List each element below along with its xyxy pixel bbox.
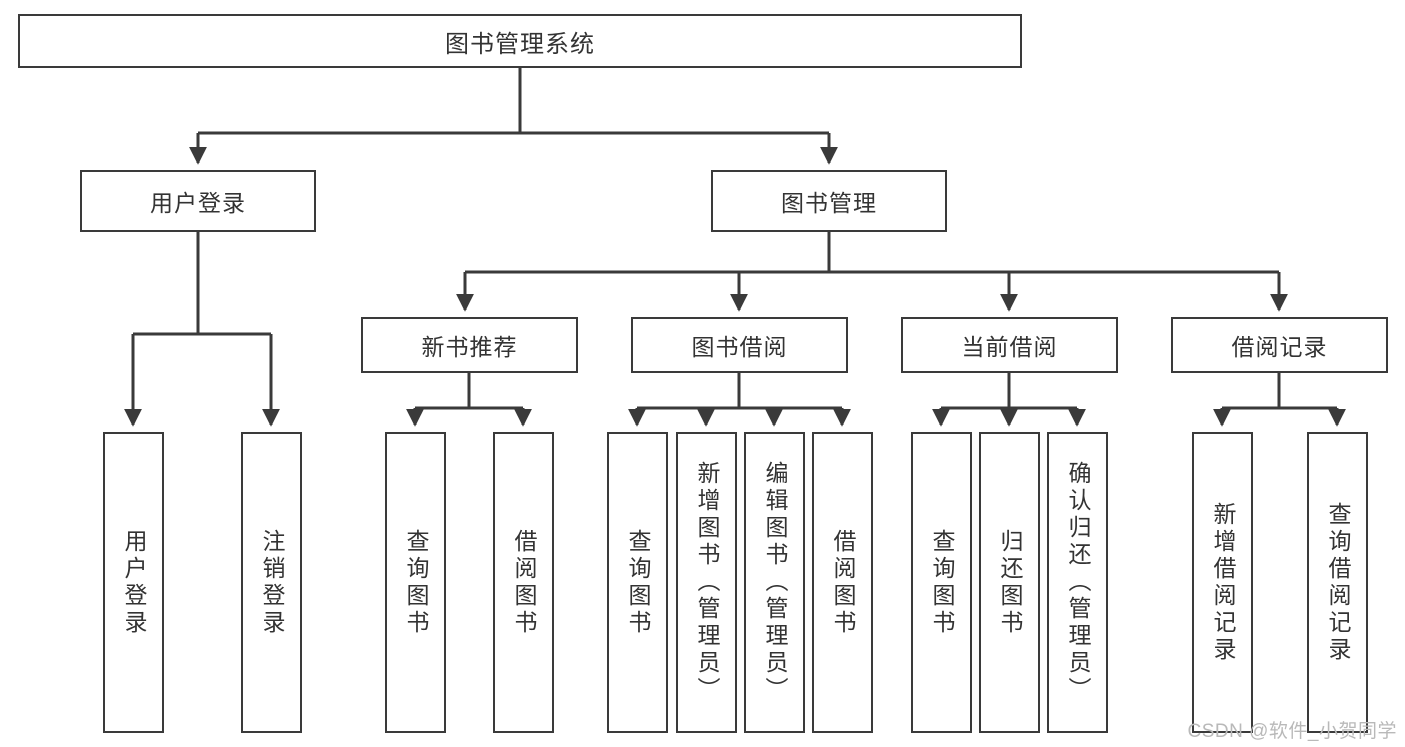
leaf-query-book-2[interactable]: 查询图书: [607, 432, 668, 733]
leaf-query-book-3-label: 查询图书: [929, 528, 955, 637]
leaf-add-record[interactable]: 新增借阅记录: [1192, 432, 1253, 733]
leaf-borrow-book-1-label: 借阅图书: [511, 528, 537, 637]
leaf-return-book-label: 归还图书: [997, 528, 1023, 637]
leaf-edit-book[interactable]: 编辑图书（管理员）: [744, 432, 805, 733]
leaf-user-login[interactable]: 用户登录: [103, 432, 164, 733]
node-current-borrow[interactable]: 当前借阅: [901, 317, 1118, 373]
leaf-user-logout[interactable]: 注销登录: [241, 432, 302, 733]
node-new-book-recommend[interactable]: 新书推荐: [361, 317, 578, 373]
leaf-query-book-2-label: 查询图书: [625, 528, 651, 637]
leaf-confirm-return[interactable]: 确认归还（管理员）: [1047, 432, 1108, 733]
leaf-borrow-book-2-label: 借阅图书: [830, 528, 856, 637]
node-root[interactable]: 图书管理系统: [18, 14, 1022, 68]
node-book-management[interactable]: 图书管理: [711, 170, 947, 232]
leaf-query-record-label: 查询借阅记录: [1325, 501, 1351, 664]
leaf-add-record-label: 新增借阅记录: [1210, 501, 1236, 664]
node-book-management-label: 图书管理: [781, 190, 877, 216]
node-book-borrow[interactable]: 图书借阅: [631, 317, 848, 373]
leaf-confirm-return-label: 确认归还（管理员）: [1065, 461, 1091, 704]
leaf-add-book-label: 新增图书（管理员）: [694, 461, 720, 704]
node-borrow-record-label: 借阅记录: [1231, 334, 1328, 360]
node-user-login[interactable]: 用户登录: [80, 170, 316, 232]
leaf-query-record[interactable]: 查询借阅记录: [1307, 432, 1368, 733]
node-user-login-label: 用户登录: [150, 190, 246, 216]
leaf-borrow-book-2[interactable]: 借阅图书: [812, 432, 873, 733]
node-current-borrow-label: 当前借阅: [961, 334, 1058, 360]
leaf-user-logout-label: 注销登录: [259, 528, 285, 637]
leaf-add-book[interactable]: 新增图书（管理员）: [676, 432, 737, 733]
leaf-query-book-1-label: 查询图书: [403, 528, 429, 637]
leaf-edit-book-label: 编辑图书（管理员）: [762, 461, 788, 704]
leaf-query-book-3[interactable]: 查询图书: [911, 432, 972, 733]
leaf-borrow-book-1[interactable]: 借阅图书: [493, 432, 554, 733]
leaf-return-book[interactable]: 归还图书: [979, 432, 1040, 733]
node-book-borrow-label: 图书借阅: [691, 334, 788, 360]
node-borrow-record[interactable]: 借阅记录: [1171, 317, 1388, 373]
leaf-user-login-label: 用户登录: [121, 528, 147, 637]
node-root-label: 图书管理系统: [445, 30, 595, 58]
leaf-query-book-1[interactable]: 查询图书: [385, 432, 446, 733]
node-new-book-recommend-label: 新书推荐: [421, 334, 518, 360]
